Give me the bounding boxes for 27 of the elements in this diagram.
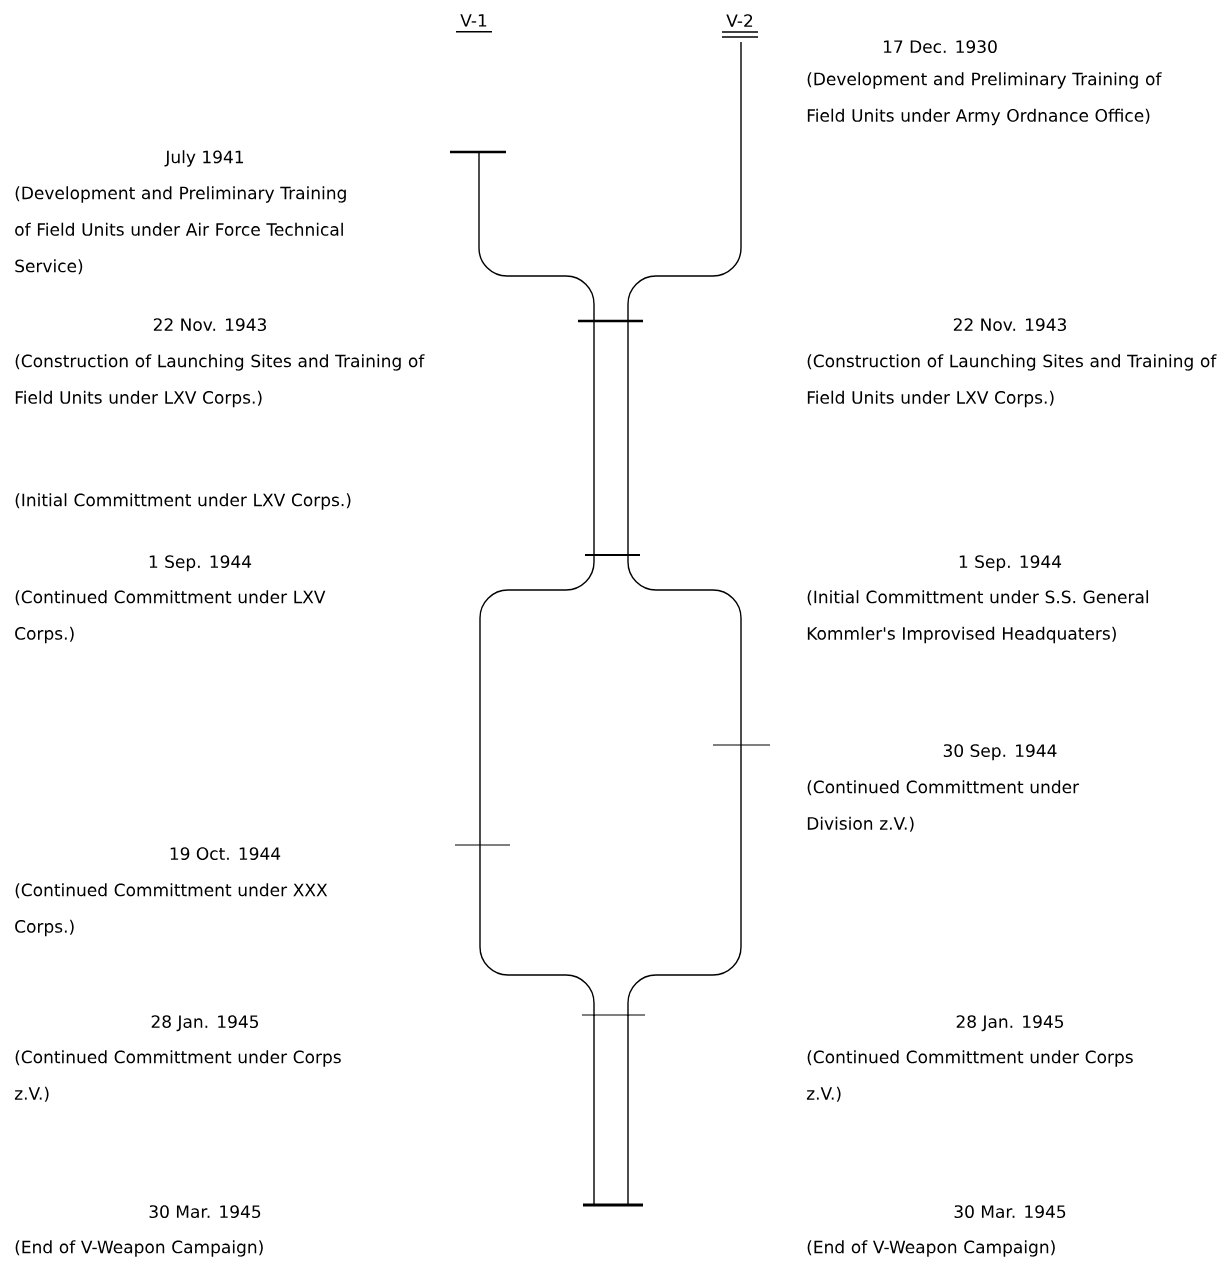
description-text: (End of V-Weapon Campaign) (807, 1240, 1055, 1257)
description-text: (Initial Committment under LXV Corps.) (15, 493, 351, 510)
description-text: (Development and Preliminary Training of Field Units under Air Force Technical Service) (15, 186, 346, 275)
column-heading: V-1 (455, 14, 493, 33)
description-text: (Continued Committment under LXV Corps.) (15, 590, 326, 644)
description-text: (Continued Committment under Division z.V.) (807, 780, 1080, 832)
date-label: 30 Mar. 1945 (954, 1205, 1066, 1219)
description-text: (Continued Committment under Corps z.V.) (806, 1050, 1133, 1102)
description-text: (End of V-Weapon Campaign) (15, 1240, 263, 1257)
column-heading: V-2 (721, 14, 759, 38)
date-label: 1 Sep. 1944 (959, 555, 1062, 572)
date-label: 22 Nov. 1943 (953, 318, 1066, 332)
date-label: 28 Jan. 1945 (956, 1015, 1064, 1032)
description-text: (Continued Committment under XXX Corps.) (15, 883, 328, 937)
description-text: (Construction of Launching Sites and Training of Field Units under LXV Corps.) (15, 354, 425, 408)
date-label: 1 Sep. 1944 (149, 555, 252, 572)
date-label: 28 Jan. 1945 (151, 1015, 259, 1032)
date-label: July 1941 (164, 150, 244, 167)
date-label: 22 Nov. 1943 (153, 318, 266, 332)
date-label: 30 Sep. 1944 (943, 744, 1057, 761)
date-label: 19 Oct. 1944 (170, 847, 281, 861)
description-text: (Development and Preliminary Training of Field Units under Army Ordnance Office) (807, 72, 1162, 126)
date-label: 30 Mar. 1945 (149, 1205, 261, 1219)
description-text: (Continued Committment under Corps z.V.) (14, 1050, 341, 1102)
description-text: (Initial Committment under S.S. General Kommler's Improvised Headquaters) (807, 590, 1149, 644)
date-label: 17 Dec. 1930 (883, 40, 997, 54)
description-text: (Construction of Launching Sites and Training of Field Units under LXV Corps.) (807, 354, 1217, 408)
